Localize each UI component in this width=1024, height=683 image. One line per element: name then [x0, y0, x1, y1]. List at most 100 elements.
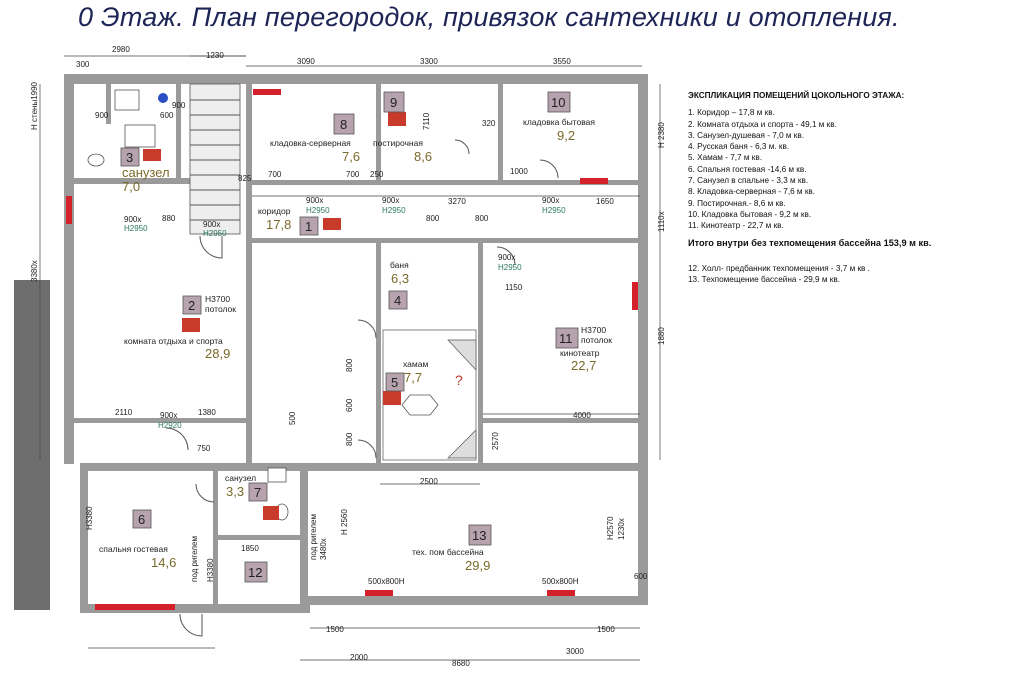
room-number: 2 — [188, 298, 195, 313]
dim-label: H3380 — [85, 506, 94, 530]
doors — [165, 139, 559, 637]
room-number: 13 — [472, 528, 486, 543]
opening-label: 900х — [306, 196, 323, 205]
dim-label: 2110 — [115, 408, 133, 417]
room-area: 9,2 — [557, 128, 575, 143]
legend-extra-item: 12. Холл- предбанник техпомещения - 3,7 … — [688, 263, 870, 273]
room-area: 29,9 — [465, 558, 490, 573]
dim-label: 1230 — [206, 51, 224, 60]
height-note: под ригелем — [309, 514, 318, 560]
outer-walls — [14, 74, 648, 613]
windows — [66, 89, 638, 610]
room-area: 28,9 — [205, 346, 230, 361]
svg-text:?: ? — [455, 372, 463, 388]
opening-label: 900х — [124, 215, 141, 224]
height-note: 1230х — [617, 518, 626, 540]
dim-label: 500 — [288, 411, 297, 425]
radiator-icon — [143, 149, 161, 161]
dim-label: 3090 — [297, 57, 315, 66]
legend-item: 4. Русская баня - 6,3 м. кв. — [688, 142, 790, 152]
dim-label: 900 — [95, 111, 109, 120]
room-number-box — [299, 216, 319, 236]
room-name: баня — [390, 260, 409, 270]
room-number: 8 — [340, 117, 347, 132]
room-number-box — [547, 91, 571, 113]
opening-label: 500х800Н — [368, 577, 405, 586]
dim-label: Н3380 — [206, 558, 215, 582]
room-area: 14,6 — [151, 555, 176, 570]
room-area: 3,3 — [226, 484, 244, 499]
legend-item: 8. Кладовка-серверная - 7,6 м кв. — [688, 187, 816, 197]
room-name: коридор — [258, 206, 291, 216]
height-note: Н2570 — [606, 516, 615, 540]
dim-label: 1880 — [657, 327, 666, 345]
room-number-box — [388, 290, 408, 310]
radiator-icon — [388, 112, 406, 126]
radiator-icon — [182, 318, 200, 332]
room-name: санузел — [225, 473, 256, 483]
dim-label: 700 — [346, 170, 360, 179]
height-note: Н 2560 — [340, 509, 349, 535]
dim-label: 880 — [162, 214, 176, 223]
room-area: 7,6 — [342, 149, 360, 164]
dim-label: 600 — [634, 572, 648, 581]
height-label: H2950 — [306, 206, 330, 215]
dim-label: 1000 — [510, 167, 528, 176]
legend-heading: ЭКСПЛИКАЦИЯ ПОМЕЩЕНИЙ ЦОКОЛЬНОГО ЭТАЖА: — [688, 91, 905, 100]
room-area: 17,8 — [266, 217, 291, 232]
room-area: 7,7 — [404, 370, 422, 385]
dim-label: 2500 — [420, 477, 438, 486]
legend-item: 5. Хамам - 7,7 м кв. — [688, 153, 762, 163]
dimension-labels: 300 900 900 600 320 700 700 250 825 1000… — [76, 60, 648, 668]
dim-label: 3380х — [30, 260, 39, 282]
room-number-box — [182, 295, 202, 315]
legend-item: 11. Кинотеатр - 22,7 м кв. — [688, 221, 784, 231]
partitions — [64, 74, 643, 613]
dim-label: 1650 — [596, 197, 614, 206]
room-name: кинотеатр — [560, 348, 600, 358]
room-name: спальня гостевая — [99, 544, 168, 554]
dim-label: 250 — [370, 170, 384, 179]
room-number-box — [244, 561, 268, 583]
room-name: хамам — [403, 359, 428, 369]
room-number-box — [468, 524, 492, 546]
floor-plan: ? — [14, 45, 666, 668]
dim-label: 1110х — [657, 211, 666, 232]
room-number-box — [333, 113, 355, 135]
dim-label: 600 — [345, 398, 354, 412]
dim-label: 3300 — [420, 57, 438, 66]
dim-label: 8680 — [452, 659, 470, 668]
room-name: тех. пом бассейна — [412, 547, 484, 557]
room-name: постирочная — [373, 138, 423, 148]
room-area: 7,0 — [122, 179, 140, 194]
hamam-fixtures: ? — [382, 329, 477, 461]
ceiling-height: Н3700 — [581, 325, 606, 335]
radiator-icon — [383, 391, 401, 405]
dim-label: 320 — [482, 119, 496, 128]
room-number: 12 — [248, 565, 262, 580]
room-number-box — [383, 91, 405, 113]
legend-item: 7. Санузел в спальне - 3,3 м кв. — [688, 176, 809, 186]
height-label: H2950 — [124, 224, 148, 233]
room-number: 5 — [391, 375, 398, 390]
legend-item: 9. Постирочная.- 8,6 м кв. — [688, 198, 786, 208]
opening-label: 900х — [203, 220, 220, 229]
dim-label: 750 — [197, 444, 211, 453]
room-number-box — [555, 327, 579, 349]
room-legend: ЭКСПЛИКАЦИЯ ПОМЕЩЕНИЙ ЦОКОЛЬНОГО ЭТАЖА: … — [688, 90, 1018, 285]
radiator-icon — [323, 218, 341, 230]
legend-item: 1. Коридор – 17,8 м кв. — [688, 108, 775, 118]
ceiling-height: Н3700 — [205, 294, 230, 304]
dim-label: 800 — [426, 214, 440, 223]
room-area: 8,6 — [414, 149, 432, 164]
dim-label: 600 — [160, 111, 174, 120]
dim-label: Н 2380 — [657, 122, 666, 148]
dimension-lines — [39, 55, 661, 661]
opening-label: 900х — [160, 411, 177, 420]
radiator-icon — [263, 506, 279, 520]
dim-label: 7110 — [422, 112, 431, 130]
legend-item: 10. Кладовка бытовая - 9,2 м кв. — [688, 209, 812, 219]
dim-label: 1500 — [597, 625, 615, 634]
opening-label: 900х — [382, 196, 399, 205]
opening-label: 900х — [542, 196, 559, 205]
